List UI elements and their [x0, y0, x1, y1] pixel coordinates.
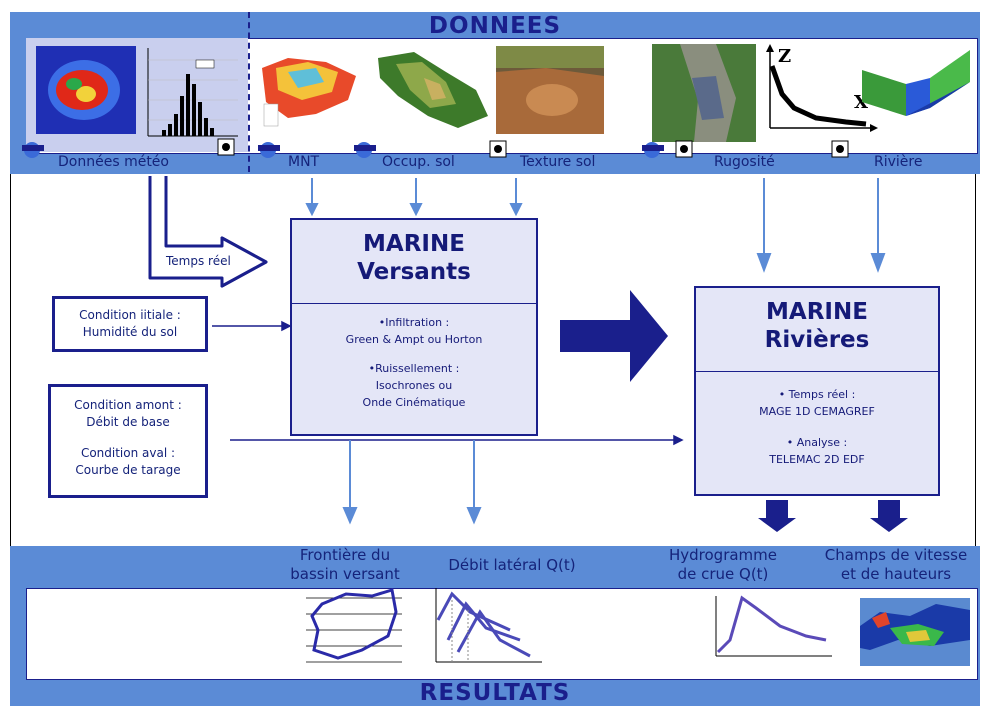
initial-condition-line: Condition iitiale : [79, 308, 181, 322]
label-texture-sol: Texture sol [520, 154, 596, 170]
versants-line: •Infiltration : [378, 316, 450, 329]
camera-icon [675, 140, 693, 158]
versants-title-1: MARINE [363, 231, 465, 257]
channel-3d-image [862, 50, 970, 116]
condition-connectors [212, 320, 684, 446]
boundary-condition-line: Courbe de tarage [75, 463, 181, 477]
land-use-map-image [378, 52, 488, 128]
rivieres-line: MAGE 1D CEMAGREF [759, 405, 875, 418]
output-frontiere-label: Frontière du bassin versant [290, 546, 400, 583]
camera-icon [217, 138, 235, 156]
result-arrows [758, 500, 908, 532]
camera-icon [831, 140, 849, 158]
versants-line: Onde Cinématique [362, 396, 466, 409]
label-occup-sol: Occup. sol [382, 154, 455, 170]
divider [248, 12, 250, 172]
satellite-icon [258, 142, 280, 158]
velocity-field-map [860, 598, 970, 666]
label-rugosite: Rugosité [714, 154, 775, 170]
hydrograph-chart [715, 595, 832, 657]
lateral-flow-chart [435, 588, 542, 663]
rivieres-line: • Temps réel : [778, 388, 856, 401]
marine-rivieres-box: MARINE Rivières • Temps réel : MAGE 1D C… [694, 286, 940, 496]
label-mnt: MNT [288, 154, 320, 170]
donnees-header: DONNEES [428, 13, 562, 39]
initial-condition-box: Condition iitiale : Humidité du sol [52, 296, 208, 352]
radar-map-image [36, 46, 136, 134]
rivieres-line: • Analyse : [786, 436, 848, 449]
boundary-condition-line: Débit de base [86, 415, 170, 429]
boundary-condition-line: Condition amont : [74, 398, 182, 412]
versants-line: Green & Ampt ou Horton [345, 333, 483, 346]
basin-boundary-image [306, 588, 402, 663]
data-source-icons [22, 138, 849, 158]
cross-section-chart [766, 44, 878, 132]
output-hydro-label: Hydrogramme de crue Q(t) [668, 546, 778, 583]
initial-condition-line: Humidité du sol [82, 325, 178, 339]
river-photo-image [652, 44, 756, 142]
label-donnees-meteo: Données météo [58, 154, 169, 170]
output-arrows [342, 440, 482, 525]
big-transfer-arrow [560, 290, 668, 382]
resultats-header: RESULTATS [419, 680, 571, 706]
versants-line: •Ruissellement : [368, 362, 460, 375]
rivieres-line: TELEMAC 2D EDF [769, 453, 865, 466]
rivieres-title-2: Rivières [764, 327, 870, 353]
realtime-arrow [148, 176, 268, 288]
label-riviere: Rivière [874, 154, 923, 170]
dem-map-image [262, 58, 356, 127]
process-frame [10, 174, 976, 546]
histogram-image [147, 48, 238, 137]
output-champs-label: Champs de vitesse et de hauteurs [824, 546, 968, 583]
z-axis-label: Z [778, 46, 791, 67]
boundary-condition-line: Condition aval : [80, 446, 176, 460]
satellite-icon [22, 142, 44, 158]
input-arrows [305, 178, 886, 273]
boundary-condition-box: Condition amont : Débit de base Conditio… [48, 384, 208, 498]
marine-versants-box: MARINE Versants •Infiltration : Green & … [290, 218, 538, 436]
versants-line: Isochrones ou [375, 379, 453, 392]
versants-title-2: Versants [357, 259, 471, 285]
realtime-label: Temps réel [166, 254, 231, 268]
satellite-icon [642, 142, 664, 158]
satellite-icon [354, 142, 376, 158]
data-thumbnails: Z X [36, 44, 970, 142]
output-debit-label: Débit latéral Q(t) [448, 556, 576, 574]
rivieres-title-1: MARINE [766, 299, 868, 325]
soil-photo-image [496, 46, 604, 134]
camera-icon [489, 140, 507, 158]
